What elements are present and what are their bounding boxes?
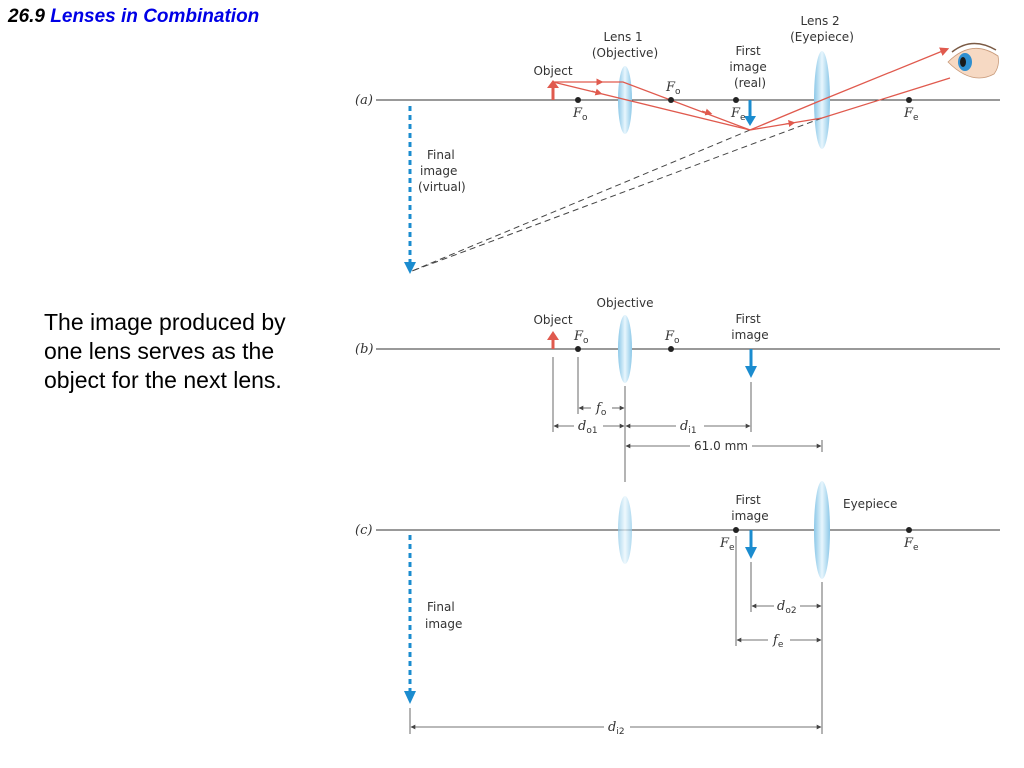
slide-title: 26.9 Lenses in Combination (8, 6, 259, 28)
objective-lens-b (618, 315, 632, 383)
final-image-arrowhead-c (404, 691, 416, 704)
ray-arrowhead-4 (784, 120, 796, 127)
dim-di1-label: di1 (680, 419, 697, 436)
fo-label-left: Fo (572, 106, 588, 123)
panel-a-tag: (a) (355, 93, 373, 108)
ray-arrowhead-2 (591, 88, 603, 96)
first-image-arrowhead-c (745, 547, 757, 559)
focal-point-fe-left-c (733, 527, 739, 533)
dim-do1-label: do1 (578, 419, 598, 436)
final-image-arrowhead-a (404, 262, 416, 274)
focal-point-fo-right-b (668, 346, 674, 352)
object-label-a: Object (533, 64, 572, 78)
fo-label-right: Fo (665, 80, 681, 97)
objective-lens-c (618, 496, 632, 564)
panel-c-tag: (c) (355, 523, 372, 538)
fo-label-left-b: Fo (573, 329, 589, 346)
focal-point-fo-left-b (575, 346, 581, 352)
first-image-label-c: First image (731, 493, 768, 523)
ray-2-objective (552, 81, 751, 131)
dim-61mm-label: 61.0 mm (694, 439, 748, 453)
fe-label-right-c: Fe (903, 536, 919, 553)
first-image-arrowhead-b (745, 366, 757, 378)
focal-point-fo-left (575, 97, 581, 103)
section-number: 26.9 (8, 6, 45, 27)
dim-do2-label: do2 (777, 599, 797, 616)
panel-b-tag: (b) (355, 342, 373, 357)
dim-fo-label: fo (595, 401, 607, 418)
first-image-label-a: First image (real) (729, 44, 770, 90)
virtual-ray-extension-2 (411, 117, 823, 272)
lens-1-label: Lens 1 (Objective) (592, 30, 658, 60)
panel-c: (c) Fe Fe First image Eyepiece Final ima… (355, 481, 1000, 737)
fo-label-right-b: Fo (664, 329, 680, 346)
object-label-b: Object (533, 313, 572, 327)
section-topic: Lenses in Combination (50, 6, 260, 27)
dim-fe-label: fe (772, 633, 784, 650)
first-image-label-b: First image (731, 312, 768, 342)
eyepiece-lens-c (814, 481, 830, 579)
first-image-arrowhead-a (744, 116, 756, 126)
virtual-ray-extension-1 (411, 129, 751, 272)
final-image-label-c: Final image (425, 600, 462, 631)
lens-2-label: Lens 2 (Eyepiece) (790, 14, 854, 44)
object-arrowhead-a (547, 80, 559, 88)
focal-point-fe-left (733, 97, 739, 103)
objective-label-b: Objective (597, 296, 654, 310)
final-image-label-a: Final image (virtual) (418, 148, 466, 194)
ray-2-eyepiece (749, 47, 950, 131)
panel-b: (b) Fo Fo Objective Object First image f… (355, 296, 1000, 482)
ray-1-eyepiece (749, 77, 951, 131)
ray-arrowhead-3 (701, 108, 713, 116)
focal-point-fe-right (906, 97, 912, 103)
dim-di2-label: di2 (608, 720, 625, 737)
fe-label-right: Fe (903, 106, 919, 123)
fe-label-left-c: Fe (719, 536, 735, 553)
focal-point-fo-right (668, 97, 674, 103)
body-text: The image produced by one lens serves as… (44, 309, 286, 393)
fe-label-left: Fe (730, 106, 746, 123)
eyepiece-label-c: Eyepiece (843, 497, 897, 511)
object-arrowhead-b (547, 331, 559, 340)
focal-point-fe-right-c (906, 527, 912, 533)
panel-a: (a) Fo Fo Fe Fe (355, 14, 1000, 274)
eye-icon (947, 42, 999, 79)
